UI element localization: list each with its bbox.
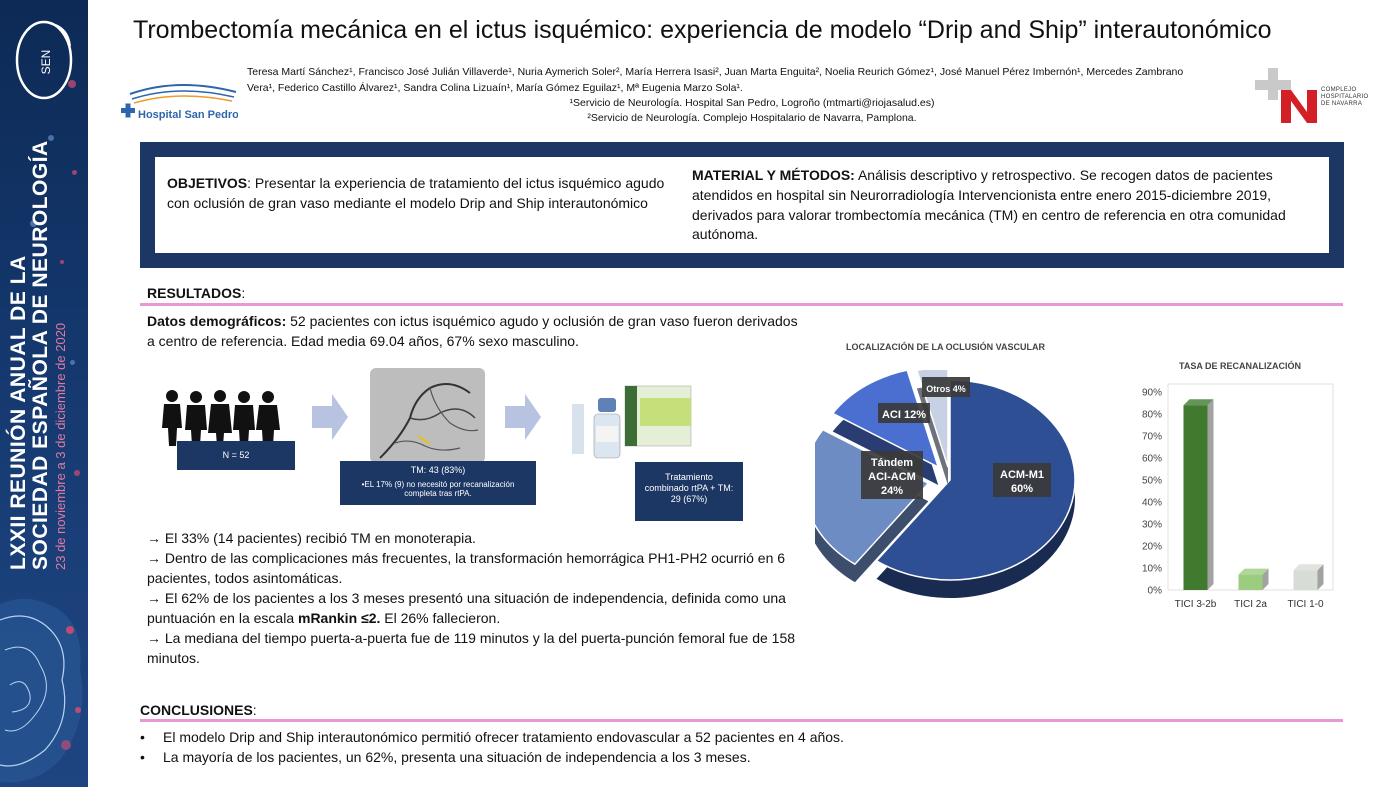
banner-text: LXXII REUNIÓN ANUAL DE LA SOCIEDAD ESPAÑ… [7, 140, 70, 570]
pie-chart-title: LOCALIZACIÓN DE LA OCLUSIÓN VASCULAR [846, 342, 1045, 352]
affiliation-1: ¹Servicio de Neurología. Hospital San Pe… [569, 97, 935, 109]
y-tick-label: 80% [1142, 410, 1162, 421]
y-tick-label: 40% [1142, 498, 1162, 509]
demographics-text: Datos demográficos: 52 pacientes con ict… [147, 313, 798, 349]
pie-label-1: ACM-M1 60% [993, 463, 1051, 497]
y-tick-label: 50% [1142, 476, 1162, 487]
banner-line1: LXXII REUNIÓN ANUAL DE LA [7, 255, 30, 570]
bar-1 [1183, 399, 1214, 590]
banner-line3: 23 de noviembre a 3 de diciembre de 2020 [53, 322, 68, 570]
y-tick-label: 10% [1142, 564, 1162, 575]
patients-silhouette [162, 390, 280, 446]
flow-arrow-2 [505, 394, 541, 440]
sen-logo-text: SEN [39, 50, 53, 75]
methods-label: MATERIAL Y MÉTODOS: [692, 167, 855, 183]
svg-text:Otros 4%: Otros 4% [926, 384, 966, 394]
side-banner: SEN LXXII REUNIÓN ANUAL DE LA SOCIEDAD E… [0, 0, 88, 787]
brain-illustration [0, 598, 83, 783]
results-list: → El 33% (14 pacientes) recibió TM en mo… [147, 528, 817, 668]
x-tick-label: TICI 1-0 [1287, 599, 1324, 610]
conclusion-item: El modelo Drip and Ship interautonómico … [140, 727, 1340, 747]
conclusions-heading: CONCLUSIONES: [140, 702, 257, 718]
y-tick-label: 60% [1142, 454, 1162, 465]
demographics-label: Datos demográficos: [147, 313, 287, 329]
tm-label: TM: 43 (83%) [410, 465, 466, 475]
svg-text:ACI-ACM: ACI-ACM [868, 471, 916, 483]
authors-block: Teresa Martí Sánchez¹, Francisco José Ju… [247, 65, 1257, 126]
pie-label-4: Otros 4% [922, 377, 970, 397]
result-item: → El 33% (14 pacientes) recibió TM en mo… [147, 530, 476, 546]
conclusions-list: El modelo Drip and Ship interautonómico … [140, 727, 1340, 767]
pie-label-3: ACI 12% [878, 403, 930, 423]
bar-chart: 0% 10% 20% 30% 40% 50% 60% 70% 80% 90% TICI 3-2b TI… [1142, 383, 1334, 610]
result-item: → El 62% de los pacientes a los 3 meses … [147, 590, 786, 626]
y-tick-label: 0% [1148, 586, 1163, 597]
svg-text:24%: 24% [881, 485, 903, 497]
combo-box: Tratamiento combinado rtPA + TM: 29 (67%… [635, 462, 743, 521]
arrow-icon: → [147, 550, 161, 566]
results-divider [140, 303, 1343, 306]
arrow-icon: → [147, 590, 161, 606]
result-item: → Dentro de las complicaciones más frecu… [147, 550, 786, 586]
sen-logo: SEN [15, 20, 73, 100]
tm-box: TM: 43 (83%) •EL 17% (9) no necesitó por… [340, 461, 536, 505]
y-tick-label: 70% [1142, 432, 1162, 443]
y-tick-label: 20% [1142, 542, 1162, 553]
objectives-label: OBJETIVOS [167, 175, 248, 191]
arrow-icon: → [147, 530, 161, 546]
y-tick-label: 90% [1142, 388, 1162, 399]
y-tick-label: 30% [1142, 520, 1162, 531]
page-title: Trombectomía mecánica en el ictus isquém… [133, 16, 1272, 44]
banner-line2: SOCIEDAD ESPAÑOLA DE NEUROLOGÍA [29, 140, 52, 570]
svg-text:ACI 12%: ACI 12% [882, 409, 926, 421]
bar-chart-title: TASA DE RECANALIZACIÓN [1179, 361, 1301, 371]
pie-slice-1 [875, 379, 1076, 598]
conclusion-item: La mayoría de los pacientes, un 62%, pre… [140, 747, 1340, 767]
hsp-logo-text: Hospital San Pedro [138, 109, 238, 121]
svg-text:Tándem: Tándem [871, 457, 913, 469]
flow-arrow-1 [312, 394, 348, 440]
hospital-san-pedro-logo: Hospital San Pedro [121, 83, 238, 121]
objectives-panel [155, 157, 1329, 253]
bar-2 [1238, 568, 1269, 590]
authors-line1: Teresa Martí Sánchez¹, Francisco José Ju… [247, 66, 1184, 78]
x-tick-label: TICI 3-2b [1175, 599, 1217, 610]
x-tick-label: TICI 2a [1234, 599, 1267, 610]
authors-line2: Vera¹, Federico Castillo Álvarez¹, Sandr… [247, 81, 743, 94]
result-item: → La mediana del tiempo puerta-a-puerta … [147, 630, 796, 666]
drug-vials-image [572, 385, 692, 459]
arrow-icon: → [147, 630, 161, 646]
n-box: N = 52 [177, 441, 295, 470]
svg-text:60%: 60% [1011, 483, 1033, 495]
svg-text:ACM-M1: ACM-M1 [1000, 469, 1044, 481]
methods-text: MATERIAL Y MÉTODOS: Análisis descriptivo… [692, 167, 1286, 243]
affiliation-2: ²Servicio de Neurología. Complejo Hospit… [587, 112, 917, 124]
bar-3 [1293, 564, 1324, 590]
objectives-text: OBJETIVOS: Presentar la experiencia de t… [167, 175, 665, 211]
conclusions-divider [140, 719, 1343, 722]
chn-logo-text: COMPLEJO HOSPITALARIO DE NAVARRA [1321, 87, 1369, 107]
angiography-image [370, 368, 485, 463]
results-heading: RESULTADOS: [147, 285, 246, 301]
complejo-hospitalario-navarra-logo [1255, 68, 1317, 123]
tm-note: •EL 17% (9) no necesitó por recanalizaci… [361, 480, 515, 498]
